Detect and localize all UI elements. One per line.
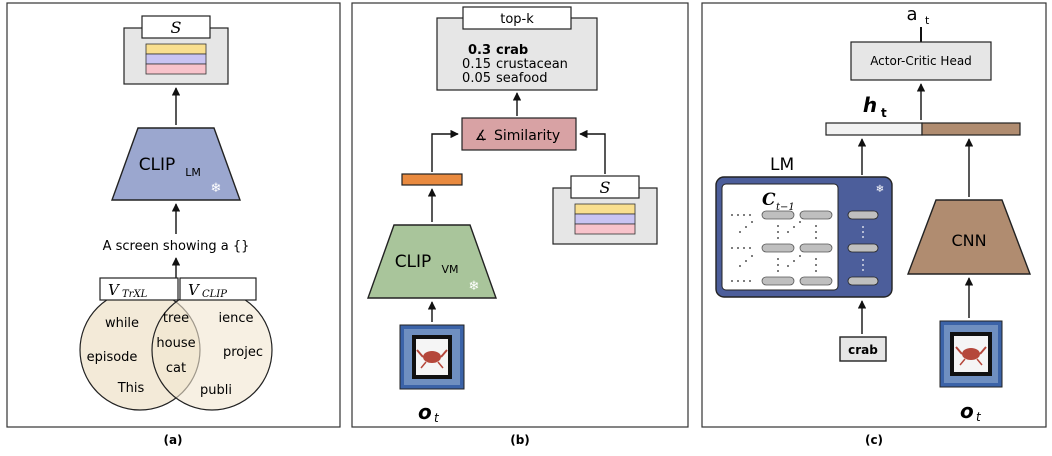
panel-a-set-store: S bbox=[123, 15, 229, 85]
panel-c-obs-sub: t bbox=[976, 410, 982, 424]
image-embedding bbox=[401, 173, 463, 186]
panel-c: a t Actor-Critic Head h t LM ❄ C t−1 bbox=[701, 2, 1047, 428]
panel-c-obs-label: o bbox=[960, 399, 974, 423]
hidden-sub: t bbox=[881, 106, 887, 120]
panel-a-set-label: S bbox=[171, 18, 182, 37]
left-word-1: while bbox=[105, 316, 139, 331]
cnn-encoder: CNN bbox=[906, 199, 1032, 275]
vocab-left-label: V bbox=[108, 281, 121, 299]
clip-vm-name: CLIP bbox=[395, 252, 432, 272]
right-word-3: publi bbox=[200, 383, 232, 398]
overlap-word-1: tree bbox=[163, 311, 189, 326]
context-label: C bbox=[762, 190, 776, 210]
context-sub: t−1 bbox=[776, 202, 795, 213]
panel-c-observation-image bbox=[939, 320, 1003, 388]
clip-vm-encoder: CLIP VM ❄ bbox=[367, 224, 497, 299]
result-3-word: seafood bbox=[496, 71, 547, 86]
action-sub: t bbox=[925, 14, 930, 27]
crab-token bbox=[839, 336, 887, 362]
actor-critic-label: Actor-Critic Head bbox=[870, 54, 972, 68]
hidden-state-cnn-part bbox=[921, 122, 1021, 136]
overlap-word-2: house bbox=[156, 336, 195, 351]
cnn-label: CNN bbox=[951, 231, 986, 250]
language-model: ❄ C t−1 bbox=[715, 176, 893, 298]
panel-b-set-label: S bbox=[600, 178, 611, 197]
crab-icon bbox=[962, 348, 980, 360]
actor-critic-head bbox=[850, 41, 992, 81]
panel-a-caption: (a) bbox=[163, 433, 182, 447]
frozen-snowflake-icon: ❄ bbox=[469, 279, 480, 294]
vocab-right-sub: CLIP bbox=[202, 289, 227, 300]
clip-lm-name: CLIP bbox=[139, 155, 176, 175]
panel-b-obs-label: o bbox=[418, 400, 432, 424]
clip-lm-encoder: CLIP LM ❄ bbox=[111, 127, 241, 201]
panel-b: top-k 0.3 crab 0.15 crustacean 0.05 seaf… bbox=[351, 2, 689, 428]
topk-label: top-k bbox=[500, 12, 534, 27]
left-word-3: This bbox=[117, 381, 145, 396]
result-2-score: 0.15 bbox=[462, 57, 491, 72]
frozen-snowflake-icon: ❄ bbox=[211, 181, 222, 196]
lm-label: LM bbox=[770, 155, 794, 175]
vocab-venn: V TrXL V CLIP while episode This tree ho… bbox=[79, 277, 273, 411]
overlap-word-3: cat bbox=[166, 361, 186, 376]
result-2-word: crustacean bbox=[496, 57, 568, 72]
result-1-score: 0.3 bbox=[468, 43, 491, 58]
left-word-2: episode bbox=[87, 350, 138, 365]
panel-b-obs-sub: t bbox=[434, 411, 440, 425]
result-1-word: crab bbox=[496, 43, 528, 58]
clip-lm-sub: LM bbox=[185, 166, 201, 179]
angle-icon: ∡ bbox=[475, 128, 488, 144]
panel-b-observation-image bbox=[399, 324, 465, 390]
panel-a: S CLIP LM ❄ A screen showing a {} V TrXL… bbox=[6, 2, 341, 428]
right-word-2: projec bbox=[223, 345, 263, 360]
panel-b-caption: (b) bbox=[510, 433, 530, 447]
crab-icon bbox=[423, 351, 441, 363]
panel-b-set-store: S bbox=[552, 175, 658, 245]
action-label: a bbox=[906, 4, 917, 25]
hidden-label: h bbox=[863, 93, 877, 117]
crab-token-label: crab bbox=[848, 343, 878, 357]
clip-vm-sub: VM bbox=[441, 263, 458, 276]
panel-c-caption: (c) bbox=[865, 433, 883, 447]
similarity-block: ∡ Similarity bbox=[461, 117, 577, 151]
right-word-1: ience bbox=[219, 311, 254, 326]
frozen-snowflake-icon: ❄ bbox=[876, 184, 884, 195]
prompt-template: A screen showing a {} bbox=[103, 239, 250, 254]
vocab-left-sub: TrXL bbox=[122, 289, 148, 300]
result-3-score: 0.05 bbox=[462, 71, 491, 86]
hidden-state-lm-part bbox=[825, 122, 923, 136]
topk-results: top-k 0.3 crab 0.15 crustacean 0.05 seaf… bbox=[436, 6, 598, 91]
vocab-right-label: V bbox=[188, 281, 201, 299]
similarity-label: Similarity bbox=[494, 128, 560, 144]
